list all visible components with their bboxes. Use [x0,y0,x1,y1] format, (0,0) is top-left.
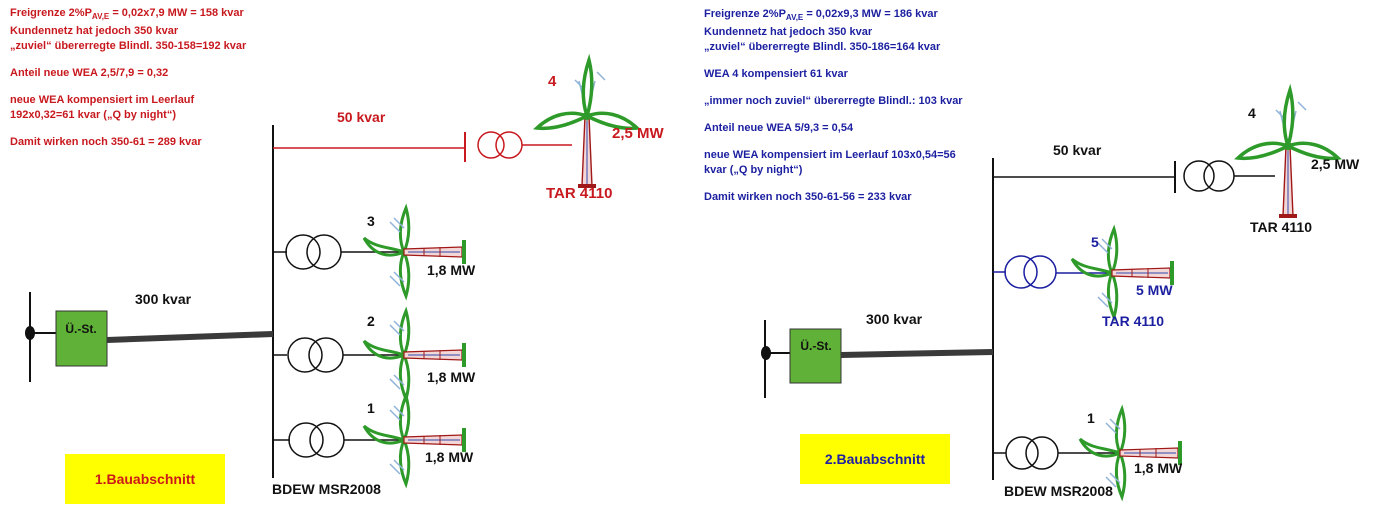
left-transformer-4 [477,131,523,159]
right-feeder-label: 300 kvar [866,311,923,327]
right-turbine-4-power: 2,5 MW [1311,156,1360,172]
left-turbine-1-number: 1 [367,400,375,416]
left-substation-box [55,310,108,367]
right-feeder-300 [840,349,994,358]
left-note-anteil: Anteil neue WEA 2,5/7,9 = 0,32 [10,67,169,80]
left-feeder-label: 300 kvar [135,291,192,307]
right-note-zuviel: „zuviel“ übererregte Blindl. 350-186=164… [704,41,941,54]
right-turbine-1-number: 1 [1087,410,1095,426]
right-line-label: 50 kvar [1053,142,1102,158]
right-notes: Freigrenze 2%PAV,E = 0,02x9,3 MW = 186 k… [704,7,963,205]
right-note-q-by-night: kvar („Q by night“) [704,164,803,177]
left-turbine-3-number: 3 [367,213,375,229]
left-turbine-4-power: 2,5 MW [612,125,665,142]
left-busbar-label: BDEW MSR2008 [272,481,381,497]
right-transformer-4 [1183,160,1235,192]
left-new-line-label: 50 kvar [337,109,386,125]
left-turbine-3-icon [362,206,468,298]
right-substation-box [789,328,842,384]
left-turbine-2-number: 2 [367,313,375,329]
left-note-freigrenze: Freigrenze 2%PAV,E = 0,02x7,9 MW = 158 k… [10,7,244,22]
left-substation-label: Ü.-St. [65,321,96,336]
right-transformer-5 [1004,255,1057,289]
left-notes: Freigrenze 2%PAV,E = 0,02x7,9 MW = 158 k… [10,6,246,150]
right-busbar-label: BDEW MSR2008 [1004,483,1113,499]
left-note-kundennetz: Kundennetz hat jedoch 350 kvar [10,25,179,38]
right-transformer-1 [1005,436,1059,470]
left-note-damit: Damit wirken noch 350-61 = 289 kvar [10,136,202,149]
left-transformer-3 [285,234,342,270]
left-note-kompensiert: neue WEA kompensiert im Leerlauf [10,94,195,107]
right-turbine-4-number: 4 [1248,105,1256,121]
right-note-wea4: WEA 4 kompensiert 61 kvar [704,68,848,81]
left-note-zuviel: „zuviel“ übererregte Blindl. 350-158=192… [10,40,247,53]
right-turbine-5-icon [1070,227,1176,319]
right-turbine-4-type: TAR 4110 [1250,219,1312,235]
left-feeder-300 [106,331,274,343]
right-turbine-5-type: TAR 4110 [1102,313,1164,329]
left-turbine-3-power: 1,8 MW [427,262,476,278]
left-turbine-2-icon [362,309,468,401]
left-turbine-1-icon [362,394,468,486]
right-note-damit: Damit wirken noch 350-61-56 = 233 kvar [704,191,912,204]
right-note-kundennetz: Kundennetz hat jedoch 350 kvar [704,26,873,39]
right-turbine-1-power: 1,8 MW [1134,460,1183,476]
right-note-freigrenze: Freigrenze 2%PAV,E = 0,02x9,3 MW = 186 k… [704,8,938,23]
left-transformer-1 [288,422,345,458]
stage-2-label: 2.Bauabschnitt [800,434,950,484]
left-turbine-1-power: 1,8 MW [425,449,474,465]
right-note-anteil: Anteil neue WEA 5/9,3 = 0,54 [704,122,854,135]
right-note-kompensiert: neue WEA kompensiert im Leerlauf 103x0,5… [704,149,956,162]
right-note-immer-noch: „immer noch zuviel“ übererregte Blindl.:… [704,95,963,108]
right-substation-label: Ü.-St. [800,338,831,353]
stage-1-label: 1.Bauabschnitt [65,454,225,504]
left-turbine-4-type: TAR 4110 [546,185,612,202]
left-transformer-2 [287,337,344,373]
left-note-q-by-night: 192x0,32=61 kvar („Q by night“) [10,109,176,122]
left-turbine-4-number: 4 [548,73,557,90]
right-turbine-5-number: 5 [1091,234,1099,250]
left-turbine-2-power: 1,8 MW [427,369,476,385]
right-turbine-5-power: 5 MW [1136,282,1173,298]
